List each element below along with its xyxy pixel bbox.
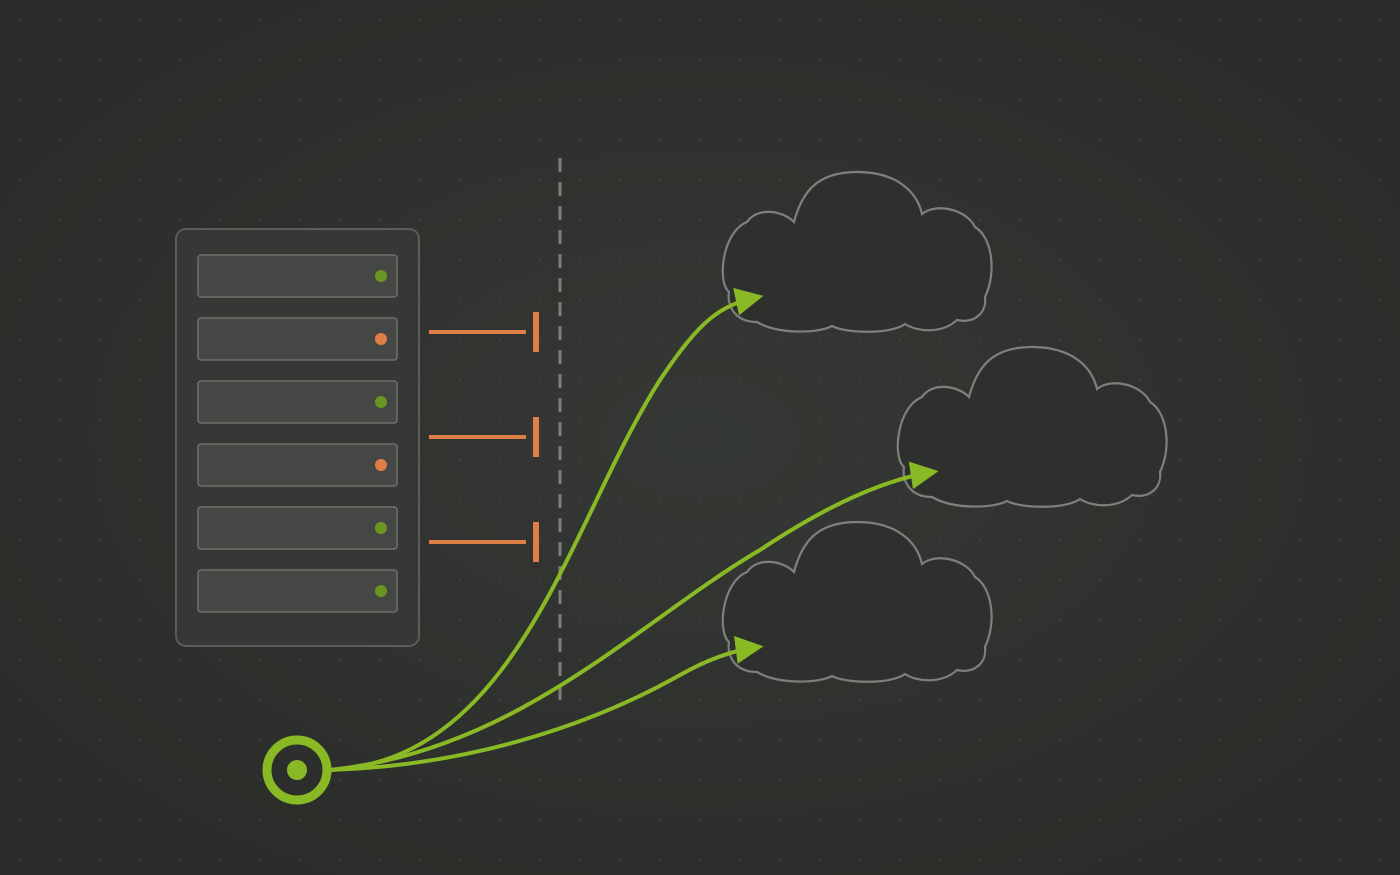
flow-to-cloud-middle [329,461,939,772]
flow-to-cloud-bottom [329,636,764,772]
rack-slot [197,380,398,424]
traffic-flows [329,287,939,772]
rack-slot [197,569,398,613]
status-led-blocked [375,459,387,471]
rack-slot-body [197,317,398,361]
blocked-connection [429,312,539,352]
rack-slot [197,254,398,298]
status-led-ok [375,270,387,282]
rack-slot-body [197,380,398,424]
rack-slot-body [197,506,398,550]
blocked-connection [429,522,539,562]
status-led-blocked [375,333,387,345]
blocked-connections [429,312,539,562]
rack-slot [197,506,398,550]
rack-slot-body [197,254,398,298]
rack-slot [197,443,398,487]
status-led-ok [375,585,387,597]
rack-slot-body [197,443,398,487]
flow-to-cloud-top [329,287,764,772]
rack-slot-body [197,569,398,613]
server-rack [175,228,420,647]
target-outer-ring [262,735,332,805]
status-led-ok [375,522,387,534]
rack-slot [197,317,398,361]
target-icon [262,735,332,805]
target-center-dot [287,760,307,780]
blocked-connection [429,417,539,457]
rack-slots [197,254,398,613]
status-led-ok [375,396,387,408]
